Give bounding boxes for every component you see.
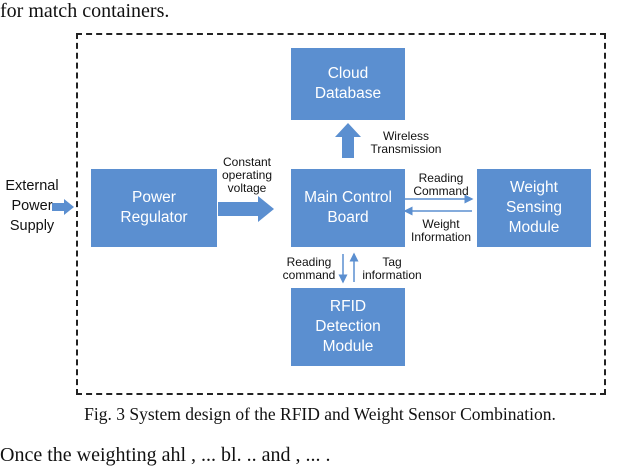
wireless-arrow — [335, 123, 361, 158]
following-text: Once the weighting ahl , ... bl. .. and … — [0, 444, 331, 466]
weight-information-label: Weight Information — [410, 217, 472, 244]
preceding-text: for match containers. — [0, 0, 170, 22]
power-regulator-box: Power Regulator — [91, 169, 217, 247]
figure-caption: Fig. 3 System design of the RFID and Wei… — [84, 404, 556, 424]
wireless-transmission-label: Wireless Transmission — [370, 129, 442, 156]
system-boundary — [76, 33, 606, 395]
weight-sensing-module-box: Weight Sensing Module — [477, 169, 591, 247]
cloud-database-box: Cloud Database — [291, 48, 405, 120]
external-supply-arrow — [52, 199, 74, 215]
constant-voltage-label: Constant operating voltage — [221, 155, 273, 195]
tag-information-label: Tag information — [362, 255, 422, 282]
rfid-reading-command-label: Reading command — [282, 255, 336, 282]
external-power-supply-label: External Power Supply — [5, 178, 59, 234]
main-control-board-box: Main Control Board — [291, 169, 405, 247]
reading-command-label: Reading Command — [413, 171, 469, 198]
rfid-detection-module-box: RFID Detection Module — [291, 288, 405, 366]
voltage-arrow — [218, 196, 274, 222]
